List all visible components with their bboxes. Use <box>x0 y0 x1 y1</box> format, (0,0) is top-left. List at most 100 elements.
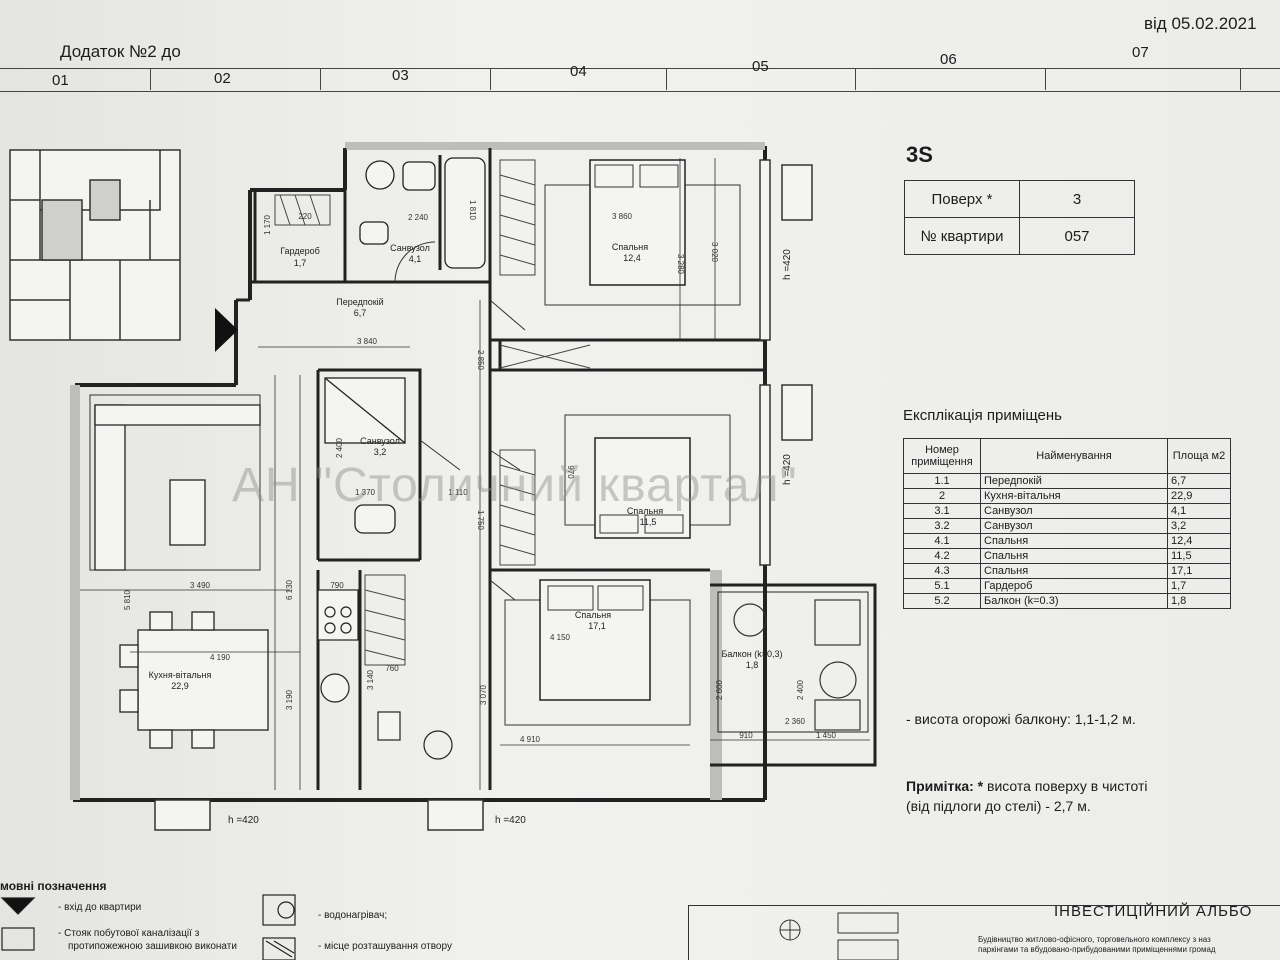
balcony-railing-note: - висота огорожі балкону: 1,1-1,2 м. <box>906 711 1136 727</box>
ruler-tick <box>666 68 667 90</box>
dimension-labels: 220 2 240 1 810 3 860 1 170 3 840 2 850 … <box>123 200 837 744</box>
label-bedroom1: Спальня <box>612 242 648 252</box>
windows <box>154 159 813 831</box>
dim-label: 1 810 <box>468 200 477 221</box>
remark-note-continued: (від підлоги до стелі) - 2,7 м. <box>906 798 1091 814</box>
grid-ruler <box>0 68 1280 92</box>
ruler-tick <box>490 68 491 90</box>
apartment-number-label: № квартири <box>904 217 1020 255</box>
legend-opening-text: - місце розташування отвору <box>318 941 452 952</box>
dim-label: 3 840 <box>357 337 378 346</box>
album-title: ІНВЕСТИЦІЙНИЙ АЛЬБО <box>1054 903 1253 920</box>
door-swings <box>394 241 526 601</box>
apartment-number-row: № квартири 057 <box>904 217 1135 255</box>
label-kitchen: Кухня-вітальня <box>149 670 212 680</box>
column-number: 03 <box>392 67 409 84</box>
height-labels: h =420 h =420 h =420 h =420 <box>228 249 793 826</box>
sofa <box>94 404 261 571</box>
legend-riser-text-2: протипожежною зашивкою виконати <box>68 941 237 952</box>
dim-label: 220 <box>298 212 312 221</box>
label-hall-area: 6,7 <box>354 308 367 318</box>
label-bath1: Санвузол <box>390 243 430 253</box>
legend-riser-icon <box>1 927 35 951</box>
label-wardrobe-area: 1,7 <box>294 258 307 268</box>
room-area: 12,4 <box>1167 533 1231 549</box>
ruler-tick <box>1045 68 1046 90</box>
explication-header-row: Номер приміщення Найменування Площа м2 <box>903 438 1231 474</box>
legend-opening-icon <box>262 937 296 960</box>
explication-table: Номер приміщення Найменування Площа м2 1… <box>903 438 1231 609</box>
album-stamp-frame <box>688 905 1280 960</box>
label-bath2-area: 3,2 <box>374 447 387 457</box>
ruler-tick <box>855 68 856 90</box>
room-number: 1.1 <box>903 473 981 489</box>
appendix-title: Додаток №2 до <box>60 42 181 61</box>
column-number: 05 <box>752 58 769 75</box>
dim-label: 1 110 <box>448 488 468 497</box>
bed-pillows <box>547 164 684 611</box>
dim-label: 760 <box>385 664 399 673</box>
label-bedroom3: Спальня <box>575 610 611 620</box>
legend-boiler-icon <box>262 894 296 926</box>
agency-watermark: АН "Столичний квартал" <box>232 459 798 512</box>
dim-label: 2 240 <box>408 213 429 222</box>
column-number: 01 <box>52 72 69 89</box>
balcony-furniture <box>733 599 861 731</box>
dim-label: 3 070 <box>479 684 488 705</box>
dim-label: 2 400 <box>335 437 344 458</box>
label-balcony-area: 1,8 <box>746 660 759 670</box>
dim-label: 1 370 <box>355 488 376 497</box>
column-number: 04 <box>570 63 587 80</box>
dim-label: 3 140 <box>366 669 375 690</box>
room-number: 3.1 <box>903 503 981 519</box>
dim-label: 5 810 <box>123 589 132 610</box>
dim-label: 2 360 <box>785 717 806 726</box>
dim-label: 4 190 <box>210 653 231 662</box>
room-name: Спальня <box>980 548 1168 564</box>
dim-label: 1 170 <box>263 214 272 235</box>
label-bedroom2-area: 11,5 <box>640 517 657 527</box>
dim-label: 3 860 <box>612 212 633 221</box>
kitchen-furniture <box>317 589 453 760</box>
label-balcony: Балкон (k=0,3) <box>722 649 783 659</box>
apartment-info-table: Поверх * 3 № квартири 057 <box>904 180 1135 255</box>
room-number: 5.1 <box>903 578 981 594</box>
room-name: Передпокій <box>980 473 1168 489</box>
room-area: 22,9 <box>1167 488 1231 504</box>
room-area: 6,7 <box>1167 473 1231 489</box>
room-area: 3,2 <box>1167 518 1231 534</box>
ruler-tick <box>320 68 321 90</box>
ruler-tick <box>1240 68 1241 90</box>
album-description: Будівництво житлово-офісного, торговельн… <box>978 935 1216 955</box>
dim-label: 3 490 <box>190 581 211 590</box>
legend-entrance-icon <box>0 897 36 915</box>
legend-entrance-text: - вхід до квартири <box>58 902 142 913</box>
label-bath2: Санвузол <box>360 436 400 446</box>
dimension-lines <box>80 158 870 790</box>
label-bath1-area: 4,1 <box>409 254 422 264</box>
entrance-arrow-icon <box>215 308 238 352</box>
remark-text: висота поверху в чистоті <box>983 778 1148 794</box>
dim-label: 3 190 <box>285 689 294 710</box>
dim-label: 2 850 <box>476 350 485 371</box>
floor-label: Поверх * <box>904 180 1020 218</box>
column-number: 02 <box>214 70 231 87</box>
wardrobes <box>274 159 591 666</box>
dim-label: 1 450 <box>816 731 837 740</box>
dim-label: 4 910 <box>520 735 541 744</box>
room-name: Гардероб <box>980 578 1168 594</box>
legend-symbols <box>0 894 296 960</box>
document-date: від 05.02.2021 <box>1144 14 1257 33</box>
room-area: 17,1 <box>1167 563 1231 579</box>
dim-label: 970 <box>566 465 575 479</box>
remark-star: * <box>977 778 984 794</box>
label-bedroom3-area: 17,1 <box>588 621 606 631</box>
label-height: h =420 <box>782 249 793 280</box>
apartment-code: 3S <box>906 142 933 167</box>
